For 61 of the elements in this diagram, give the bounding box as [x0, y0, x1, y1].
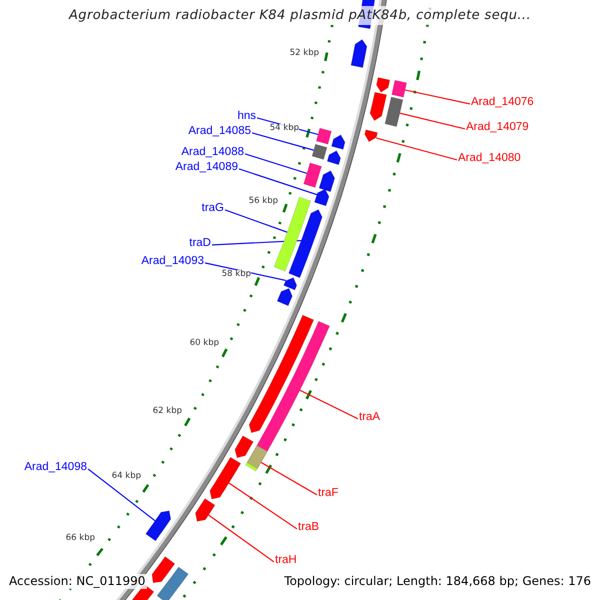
gene-label: traG — [202, 203, 224, 214]
gene-feature — [248, 314, 314, 434]
gene-feature — [234, 435, 254, 458]
leader-line — [404, 89, 470, 104]
gene-bar — [156, 566, 189, 600]
gene-feature — [376, 77, 390, 93]
gene-label: traF — [318, 488, 338, 500]
gene-bar — [384, 96, 404, 127]
leader-line — [260, 462, 318, 496]
gene-label: Arad_14076 — [471, 97, 534, 108]
leader-line — [208, 514, 274, 562]
gene-label: Arad_14079 — [466, 122, 529, 134]
gene-feature — [331, 134, 346, 150]
leader-line — [244, 153, 308, 174]
gene-label: traD — [189, 238, 211, 250]
gene-label: Arad_14089 — [175, 162, 238, 174]
leader-line — [228, 482, 298, 530]
leader-line — [88, 468, 156, 522]
scale-label: 54 kbp — [270, 124, 299, 132]
leader-line — [252, 132, 314, 151]
scale-label: 64 kbp — [112, 472, 141, 480]
gene-label: Arad_14080 — [458, 153, 521, 164]
scale-label: 52 kbp — [290, 49, 319, 58]
gene-label: Arad_14088 — [181, 147, 244, 158]
scale-label: 60 kbp — [190, 339, 219, 348]
gene-feature — [318, 170, 336, 192]
scale-label: 66 kbp — [66, 534, 95, 542]
gene-label: hns — [237, 111, 256, 122]
gene-feature — [195, 498, 216, 522]
gene-bar — [391, 80, 407, 98]
leader-line — [376, 137, 458, 160]
gene-label: Arad_14093 — [141, 256, 204, 268]
gene-feature — [364, 129, 378, 142]
gene-feature — [288, 209, 323, 278]
gene-feature — [276, 288, 293, 306]
gene-label: traB — [298, 522, 320, 534]
scale-label: 58 kbp — [222, 270, 251, 278]
gene-feature — [326, 150, 341, 166]
gene-feature — [370, 92, 387, 122]
leader-line — [224, 209, 288, 233]
gene-label: traA — [359, 412, 380, 424]
leader-line — [400, 112, 466, 130]
gene-feature — [283, 277, 298, 290]
gene-label: Arad_14085 — [188, 126, 251, 138]
gene-bar — [256, 320, 330, 453]
gene-bar — [316, 128, 332, 145]
gene-feature — [350, 39, 368, 68]
gene-label: traH — [275, 555, 297, 566]
footer-text: Accession: NC_011990 — [7, 574, 148, 590]
gene-feature — [152, 556, 176, 584]
gene-bar — [303, 162, 322, 188]
leader-line — [238, 168, 318, 196]
leader-line — [300, 390, 358, 420]
footer-text: Topology: circular; Length: 184,668 bp; Genes: 176 — [282, 574, 593, 590]
gene-feature — [210, 456, 242, 500]
gene-bar — [312, 144, 328, 160]
gene-feature — [145, 510, 172, 542]
scale-label: 56 kbp — [248, 197, 278, 206]
gene-feature — [314, 188, 330, 206]
scale-label: 62 kbp — [152, 407, 182, 416]
gene-label: Arad_14098 — [24, 462, 87, 474]
